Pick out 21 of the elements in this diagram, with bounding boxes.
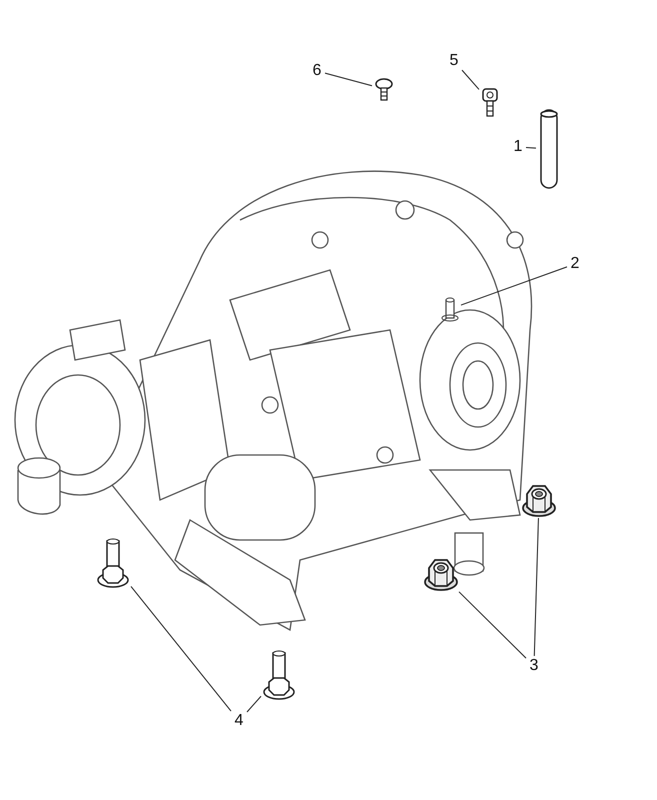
flange-nut-drawing xyxy=(522,483,556,517)
flange-bolt-drawing xyxy=(96,538,130,590)
vent-fitting-drawing xyxy=(440,296,460,322)
leader-line xyxy=(324,72,372,86)
leader-line xyxy=(462,70,480,90)
callout-number: 1 xyxy=(511,138,525,156)
hose-fitting-drawing xyxy=(480,86,500,118)
callout-number: 6 xyxy=(310,62,324,80)
leader-line xyxy=(246,696,262,712)
leader-line xyxy=(460,266,568,306)
callout-number: 4 xyxy=(232,712,246,730)
eyelet-fitting-drawing xyxy=(373,76,395,102)
leader-line xyxy=(458,591,526,659)
leader-line xyxy=(130,586,232,712)
flange-bolt-drawing xyxy=(262,650,296,702)
callout-number: 5 xyxy=(447,52,461,70)
flange-nut-drawing xyxy=(424,557,458,591)
leader-line xyxy=(526,147,536,149)
callout-number: 2 xyxy=(568,255,582,273)
leader-line xyxy=(534,518,539,656)
callout-number: 3 xyxy=(527,657,541,675)
